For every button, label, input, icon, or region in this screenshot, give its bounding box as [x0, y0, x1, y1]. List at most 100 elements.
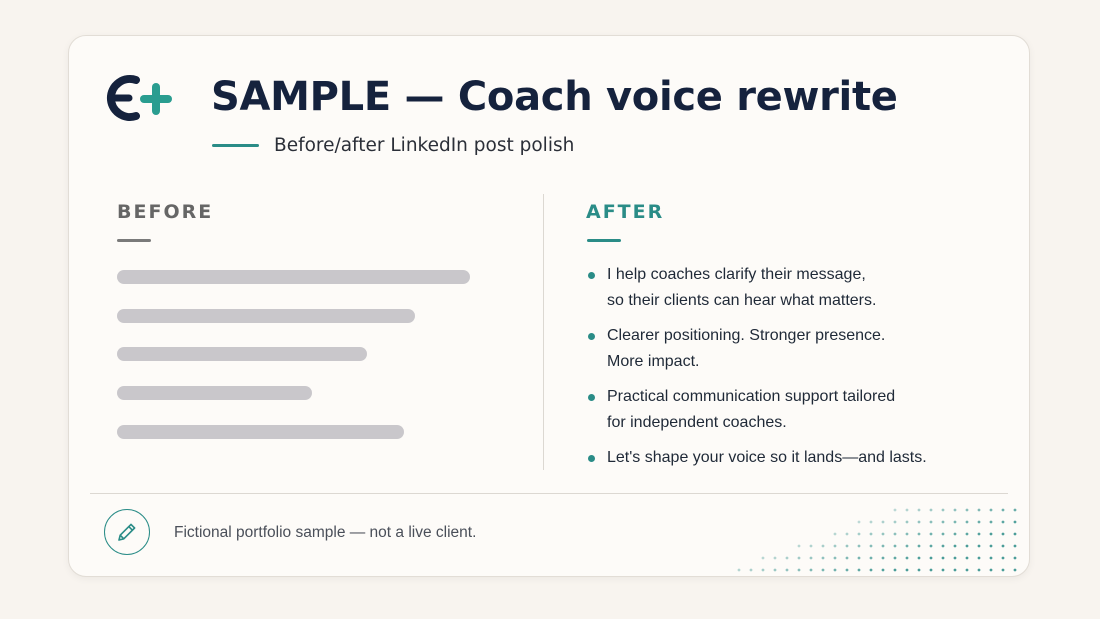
decorative-dot	[941, 568, 945, 572]
decorative-dot	[1001, 544, 1005, 548]
decorative-dot	[905, 544, 909, 548]
after-item-line: Let's shape your voice so it lands—and l…	[607, 449, 927, 466]
decorative-dot	[941, 532, 945, 536]
decorative-dot	[821, 556, 825, 560]
decorative-dot	[977, 508, 981, 512]
before-placeholder-line	[117, 425, 404, 439]
pencil-badge	[104, 509, 150, 555]
decorative-dot	[977, 520, 981, 524]
decorative-dot	[797, 568, 801, 572]
decorative-dot	[953, 508, 957, 512]
decorative-dot	[893, 556, 897, 560]
decorative-dot	[953, 544, 957, 548]
decorative-dot	[845, 556, 849, 560]
decorative-dot	[833, 544, 837, 548]
after-list: I help coaches clarify their message, so…	[587, 262, 1007, 471]
pencil-icon	[118, 523, 136, 541]
before-placeholder-line	[117, 270, 470, 284]
decorative-dot	[893, 508, 897, 512]
decorative-dot	[917, 568, 921, 572]
decorative-dot	[869, 532, 873, 536]
decorative-dot	[1013, 508, 1017, 512]
decorative-dot	[881, 568, 885, 572]
decorative-dot	[953, 568, 957, 572]
decorative-dot	[953, 556, 957, 560]
decorative-dot	[869, 556, 873, 560]
decorative-dot	[809, 568, 813, 572]
decorative-dot	[1013, 532, 1017, 536]
dot-pattern-decoration	[737, 508, 1017, 572]
footer-note: Fictional portfolio sample — not a live …	[174, 524, 477, 541]
bullet-dot-icon	[588, 394, 595, 401]
decorative-dot	[941, 508, 945, 512]
before-heading: BEFORE	[117, 201, 214, 223]
decorative-dot	[1001, 532, 1005, 536]
decorative-dot	[881, 556, 885, 560]
decorative-dot	[965, 568, 969, 572]
decorative-dot	[821, 568, 825, 572]
decorative-dot	[869, 544, 873, 548]
decorative-dot	[905, 508, 909, 512]
decorative-dot	[1001, 568, 1005, 572]
decorative-dot	[929, 532, 933, 536]
decorative-dot	[833, 568, 837, 572]
decorative-dot	[917, 556, 921, 560]
after-list-item: Let's shape your voice so it lands—and l…	[587, 445, 1007, 471]
decorative-dot	[893, 544, 897, 548]
decorative-dot	[905, 520, 909, 524]
decorative-dot	[965, 532, 969, 536]
decorative-dot	[857, 568, 861, 572]
after-heading: AFTER	[586, 201, 665, 223]
decorative-dot	[941, 520, 945, 524]
decorative-dot	[773, 556, 777, 560]
decorative-dot	[989, 556, 993, 560]
decorative-dot	[929, 556, 933, 560]
decorative-dot	[965, 520, 969, 524]
decorative-dot	[809, 556, 813, 560]
bullet-dot-icon	[588, 333, 595, 340]
decorative-dot	[893, 568, 897, 572]
decorative-dot	[989, 508, 993, 512]
decorative-dot	[881, 544, 885, 548]
decorative-dot	[797, 544, 801, 548]
before-heading-rule	[117, 239, 151, 242]
subtitle-accent-rule	[212, 144, 259, 147]
decorative-dot	[917, 544, 921, 548]
page-subtitle: Before/after LinkedIn post polish	[274, 135, 575, 156]
decorative-dot	[929, 508, 933, 512]
decorative-dot	[893, 520, 897, 524]
decorative-dot	[989, 544, 993, 548]
decorative-dot	[989, 568, 993, 572]
decorative-dot	[785, 568, 789, 572]
decorative-dot	[845, 544, 849, 548]
after-item-line: Practical communication support tailored	[607, 388, 896, 405]
decorative-dot	[941, 544, 945, 548]
sample-card: SAMPLE — Coach voice rewrite Before/afte…	[68, 35, 1030, 577]
after-item-line: I help coaches clarify their message,	[607, 266, 866, 283]
decorative-dot	[965, 508, 969, 512]
decorative-dot	[917, 520, 921, 524]
decorative-dot	[869, 520, 873, 524]
decorative-dot	[977, 556, 981, 560]
decorative-dot	[1013, 556, 1017, 560]
decorative-dot	[833, 532, 837, 536]
decorative-dot	[881, 532, 885, 536]
before-placeholder-line	[117, 386, 312, 400]
decorative-dot	[977, 532, 981, 536]
decorative-dot	[821, 544, 825, 548]
decorative-dot	[953, 532, 957, 536]
decorative-dot	[845, 532, 849, 536]
decorative-dot	[977, 544, 981, 548]
decorative-dot	[929, 520, 933, 524]
decorative-dot	[917, 508, 921, 512]
decorative-dot	[833, 556, 837, 560]
bullet-dot-icon	[588, 455, 595, 462]
e-plus-logo-icon	[106, 75, 172, 121]
decorative-dot	[761, 556, 765, 560]
decorative-dot	[857, 544, 861, 548]
decorative-dot	[941, 556, 945, 560]
after-heading-rule	[587, 239, 621, 242]
decorative-dot	[857, 556, 861, 560]
decorative-dot	[797, 556, 801, 560]
before-placeholder-line	[117, 347, 367, 361]
